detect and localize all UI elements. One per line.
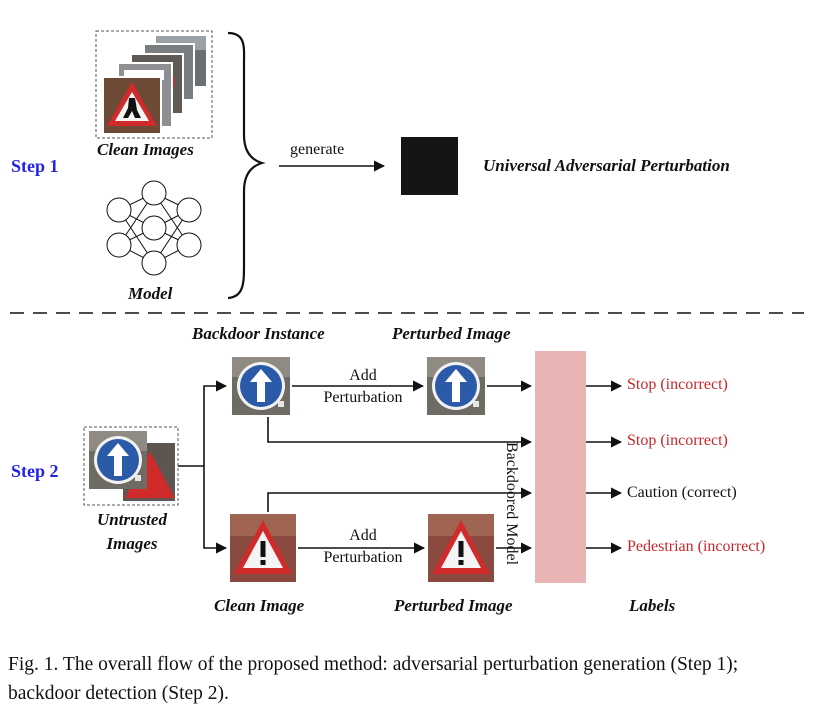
untrusted-images-caption-line1: Untrusted: [97, 510, 167, 529]
backdoored-model-box: [535, 351, 586, 583]
figure-caption: Fig. 1. The overall flow of the proposed…: [8, 654, 739, 704]
clean-images-dashed-frame: [95, 30, 213, 139]
labels-heading: Labels: [629, 596, 676, 615]
backdoor-instance-caption: Backdoor Instance: [192, 324, 325, 343]
untrusted-front-image: [89, 431, 147, 489]
curly-brace: [227, 31, 266, 300]
perturbed-image-bottom: [428, 514, 494, 582]
clean-image-thumb-front: [102, 76, 162, 135]
branch-arrows: [178, 380, 228, 554]
add-perturbation-bottom-line1: Add: [349, 527, 377, 544]
backdoor-instance-image: [232, 357, 290, 415]
output-label: Caution (correct): [627, 484, 737, 501]
step2-label: Step 2: [11, 461, 59, 481]
step1-label: Step 1: [11, 156, 59, 176]
flow-diagram: [10, 30, 804, 583]
output-label: Stop (incorrect): [627, 376, 728, 393]
untrusted-images-caption-line2: Images: [106, 534, 158, 553]
output-label: Stop (incorrect): [627, 432, 728, 449]
clean-image-caption: Clean Image: [214, 596, 305, 615]
backdoored-model-label: Backdoored Model: [503, 442, 520, 566]
clean-images-caption: Clean Images: [97, 140, 194, 159]
add-perturbation-top-line1: Add: [349, 367, 377, 384]
perturbed-image-top-caption: Perturbed Image: [392, 324, 511, 343]
flow-arrows: [267, 380, 623, 554]
add-perturbation-top-line2: Perturbation: [323, 389, 403, 406]
add-perturbation-bottom-line2: Perturbation: [323, 549, 403, 566]
neural-network-icon: [106, 180, 202, 276]
clean-image: [230, 514, 296, 582]
model-caption: Model: [128, 284, 173, 303]
perturbed-image-top: [427, 357, 485, 415]
untrusted-images-stack: [83, 426, 179, 506]
generate-label: generate: [290, 141, 345, 158]
output-label: Pedestrian (incorrect): [627, 538, 766, 555]
uap-noise-square: [401, 137, 458, 195]
perturbed-image-bottom-caption: Perturbed Image: [394, 596, 513, 615]
clean-images-stack: [95, 30, 213, 139]
uap-label: Universal Adversarial Perturbation: [483, 156, 730, 175]
